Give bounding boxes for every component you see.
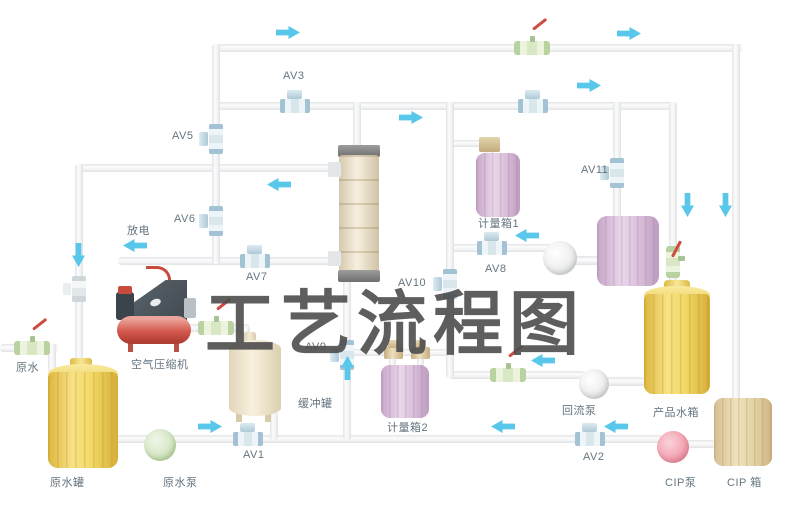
label-discharge: 放电 — [127, 225, 150, 237]
pipe-raw-inlet-drop — [48, 344, 56, 372]
pipe-metering1-link — [449, 140, 485, 147]
flow-arrow-down — [72, 243, 85, 267]
compressor-attachment — [184, 298, 196, 318]
pipe-metering2-neck-left — [389, 355, 396, 369]
compressor-leg-right — [174, 342, 179, 352]
label-av7: AV7 — [246, 271, 268, 283]
flow-arrow-down — [719, 193, 732, 217]
pipe-column-feed — [79, 164, 341, 172]
raw-water-pump — [144, 429, 176, 461]
metering1-fitting — [479, 137, 500, 152]
label-av11: AV11 — [581, 164, 609, 176]
pipe-pump-to-tank — [573, 256, 601, 265]
flow-arrow-right — [577, 79, 601, 92]
label-av5: AV5 — [172, 130, 194, 142]
watermark-title: 工艺流程图 — [205, 285, 585, 363]
top-header-valve — [514, 36, 550, 55]
metering1-body — [476, 153, 520, 217]
column-port-upper — [328, 162, 341, 177]
column-top-cap — [338, 145, 380, 157]
buffer-leg-left — [236, 413, 242, 422]
buffer-leg-right — [265, 413, 271, 422]
pipe-buffer-stub — [270, 412, 278, 440]
valve-av4-unlabeled — [518, 90, 548, 113]
flow-arrow-left — [123, 239, 147, 252]
pipe-reflux-outlet — [605, 377, 645, 386]
valve-av2 — [575, 423, 605, 446]
transfer-pump — [543, 241, 577, 275]
compressor-handle — [146, 266, 171, 285]
compressor-outlet-valve — [198, 316, 234, 335]
valve-av8 — [477, 232, 507, 255]
label-av9: AV9 — [305, 341, 327, 353]
pipe-right-drop — [732, 44, 740, 404]
buffer-body — [229, 348, 281, 408]
raw-water-inlet-valve — [14, 336, 50, 355]
column-body — [339, 155, 379, 273]
flow-arrow-left — [267, 178, 291, 191]
valve-av1 — [233, 423, 263, 446]
label-metering-box-1: 计量箱1 — [478, 218, 520, 230]
label-av2: AV2 — [583, 451, 605, 463]
pipe-bottom-main — [112, 435, 662, 443]
flow-arrow-left — [491, 420, 515, 433]
pipe-tank-drop — [75, 164, 83, 370]
reflux-pump — [579, 369, 609, 399]
label-av1: AV1 — [243, 449, 265, 461]
valve-av5 — [199, 124, 223, 154]
product-body — [644, 294, 710, 394]
flow-arrow-right — [198, 420, 222, 433]
label-av3: AV3 — [283, 70, 305, 82]
valve-av10 — [433, 269, 457, 299]
metering2-body — [381, 365, 429, 418]
label-av10: AV10 — [398, 277, 427, 289]
label-raw-water-tank: 原水罐 — [50, 477, 85, 489]
pipe-column-top-riser — [353, 102, 361, 152]
label-metering-box-2: 计量箱2 — [387, 422, 429, 434]
label-product-water-tank: 产品水箱 — [653, 407, 699, 419]
label-reflux-pump: 回流泵 — [562, 405, 597, 417]
pipe-center-riser — [446, 102, 454, 378]
label-raw-water-pump: 原水泵 — [163, 477, 198, 489]
label-air-compressor: 空气压缩机 — [131, 359, 189, 371]
pipe-product-tank-drop — [669, 102, 677, 294]
flow-arrow-right — [617, 27, 641, 40]
pipe-discharge-line — [118, 257, 342, 265]
label-av6: AV6 — [174, 213, 196, 225]
reflux-line-valve — [490, 363, 526, 382]
label-av8: AV8 — [485, 263, 507, 275]
valve-av3 — [280, 90, 310, 113]
metering2-valve-right — [411, 340, 430, 359]
valve-av11 — [600, 158, 624, 188]
compressor-motor-cap — [118, 286, 132, 294]
cip-pump — [657, 431, 689, 463]
column-bottom-cap — [338, 270, 380, 282]
flow-arrow-right — [399, 111, 423, 124]
pipe-metering2-neck-right — [417, 355, 424, 369]
pipe-second-header — [212, 102, 676, 110]
pipe-cip-outlet — [685, 440, 715, 448]
compressor-motor — [116, 292, 134, 320]
pipe-left-riser — [212, 44, 220, 264]
label-buffer-tank: 缓冲罐 — [298, 398, 333, 410]
tank-drop-valve — [63, 276, 86, 302]
column-port-lower — [328, 251, 341, 266]
flow-arrow-right — [276, 26, 300, 39]
product-inlet-valve — [666, 246, 685, 278]
cip-tank-body — [714, 398, 772, 466]
metering2-valve-left — [384, 340, 403, 359]
tank-body — [48, 372, 118, 468]
pipe-top-header — [212, 44, 742, 52]
dosing-tank — [597, 216, 659, 286]
compressor-leg-left — [128, 342, 133, 352]
valve-av7 — [240, 245, 270, 268]
flow-arrow-left — [604, 420, 628, 433]
buffer-bottom — [229, 400, 281, 416]
flow-arrow-down — [681, 193, 694, 217]
label-cip-pump: CIP泵 — [665, 477, 697, 489]
valve-av6 — [199, 206, 223, 236]
label-cip-tank: CIP 箱 — [727, 477, 762, 489]
compressor-tank — [117, 316, 191, 344]
label-raw-water: 原水 — [16, 362, 39, 374]
